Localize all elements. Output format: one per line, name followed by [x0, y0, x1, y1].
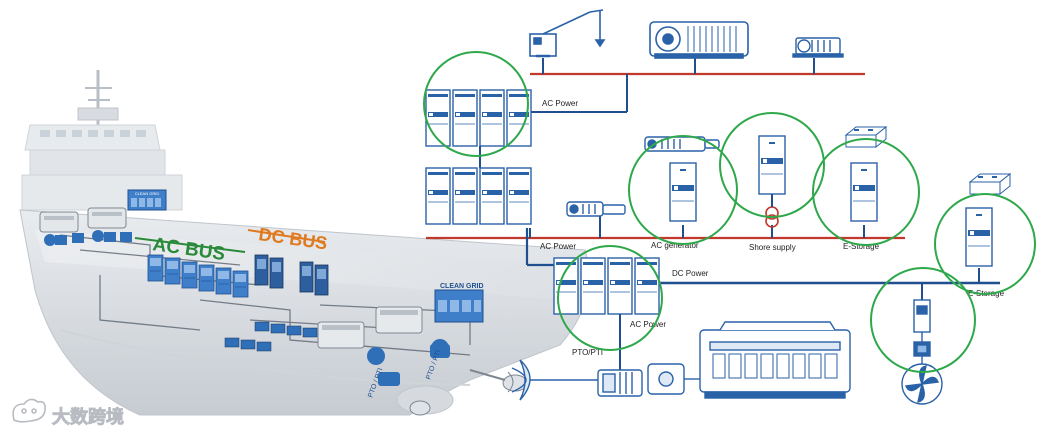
motor-icon	[566, 201, 626, 217]
highlight-e-storage-2	[934, 193, 1036, 295]
e-storage-1-cabinet	[850, 162, 878, 222]
middle-switchboard	[425, 167, 532, 225]
highlight-e-storage-1	[812, 138, 920, 246]
ship-pto-units	[378, 344, 450, 386]
generator-set-2	[87, 207, 127, 242]
highlight-top-switchboard	[423, 51, 529, 157]
ac-power-label-mid: AC Power	[540, 242, 576, 251]
ship-mast	[77, 70, 119, 125]
highlight-converter	[557, 245, 663, 351]
ac-generator-cabinet	[669, 162, 697, 222]
ship-battery-blocks	[224, 321, 318, 352]
shore-supply-label: Shore supply	[749, 243, 796, 252]
dc-power-label: DC Power	[672, 269, 709, 278]
e-storage-1-label: E-Storage	[843, 242, 880, 251]
winch-icon	[649, 21, 749, 59]
battery-icon-2	[969, 173, 1011, 195]
shaft-generator-icon	[597, 369, 643, 397]
ac-generator-label: AC generator	[651, 241, 699, 250]
watermark-logo	[12, 398, 46, 423]
highlight-thruster	[870, 267, 976, 373]
watermark-text: 大数跨境	[52, 406, 124, 427]
highlight-circles	[423, 51, 1036, 373]
ship-engine-1	[317, 321, 385, 365]
pto-pti-label: PTO/PTI	[572, 348, 603, 357]
generator-set-1	[39, 211, 79, 246]
crane-icon	[529, 9, 606, 58]
ac-power-label-bottom: AC Power	[630, 320, 666, 329]
ship-propeller-icon-2	[409, 400, 431, 416]
deck-panel-label: CLEAN GRID	[135, 191, 160, 196]
single-line-diagram: AC Power AC Power	[423, 9, 1036, 405]
dc-bus-bracket	[247, 229, 326, 243]
clean-grid-cabinets	[434, 289, 484, 323]
ship-superstructure	[21, 124, 183, 211]
diesel-engine-icon	[699, 321, 851, 399]
battery-icon-1	[845, 126, 887, 148]
ship-illustration: CLEAN GRID AC BUS DC BUS CLEAN GRID	[19, 70, 590, 416]
pump-icon	[792, 37, 844, 58]
gearbox-icon	[647, 363, 700, 395]
clean-grid-label: CLEAN GRID	[440, 283, 484, 290]
watermark: 大数跨境	[12, 398, 124, 427]
thruster-propeller-icon	[901, 363, 943, 405]
e-storage-2-cabinet	[965, 207, 993, 267]
deck-control-panel: CLEAN GRID	[127, 189, 167, 211]
propulsion-propeller-icon	[511, 359, 600, 401]
thruster-drive-icon	[913, 299, 931, 366]
thruster-blocks-left	[55, 232, 132, 245]
highlight-shore-supply	[719, 112, 825, 218]
shore-supply-cabinet	[758, 135, 786, 195]
ac-bus-bracket	[134, 237, 246, 253]
ac-power-label-top: AC Power	[542, 99, 578, 108]
highlight-ac-generator	[628, 135, 738, 245]
